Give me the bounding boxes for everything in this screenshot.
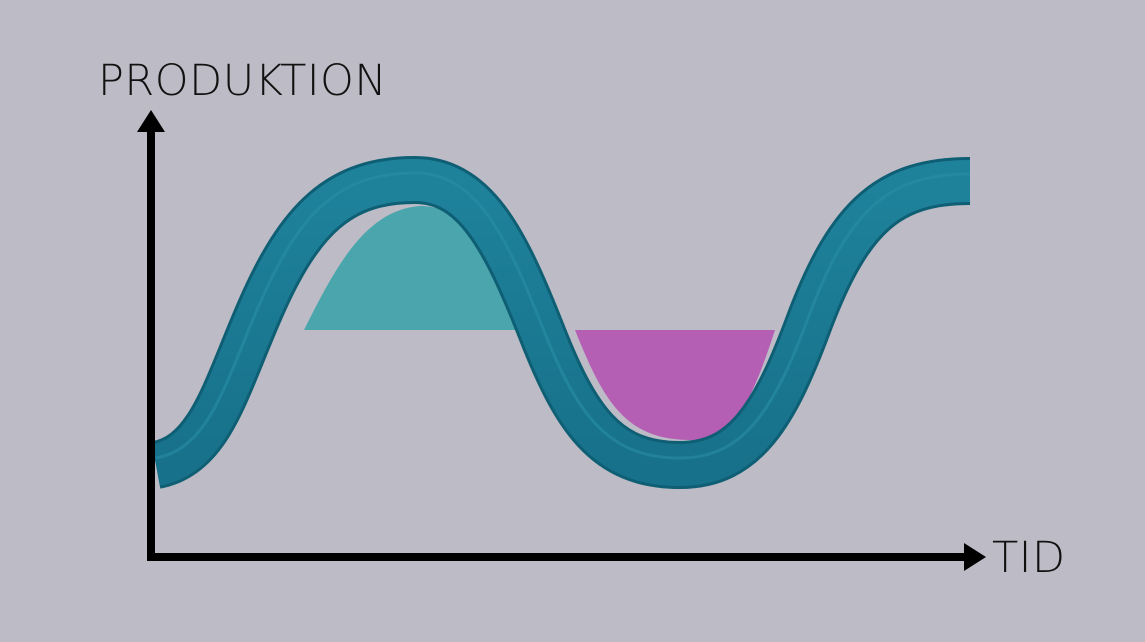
x-axis-arrow-icon [964, 543, 986, 571]
surplus-area [304, 206, 518, 330]
production-curve [150, 158, 971, 487]
y-axis-label: PRODUKTION [98, 56, 388, 106]
deficit-area [575, 330, 775, 440]
production-curve-highlight [155, 171, 971, 460]
x-axis-label: TID [992, 533, 1066, 583]
y-axis-arrow-icon [137, 110, 165, 132]
